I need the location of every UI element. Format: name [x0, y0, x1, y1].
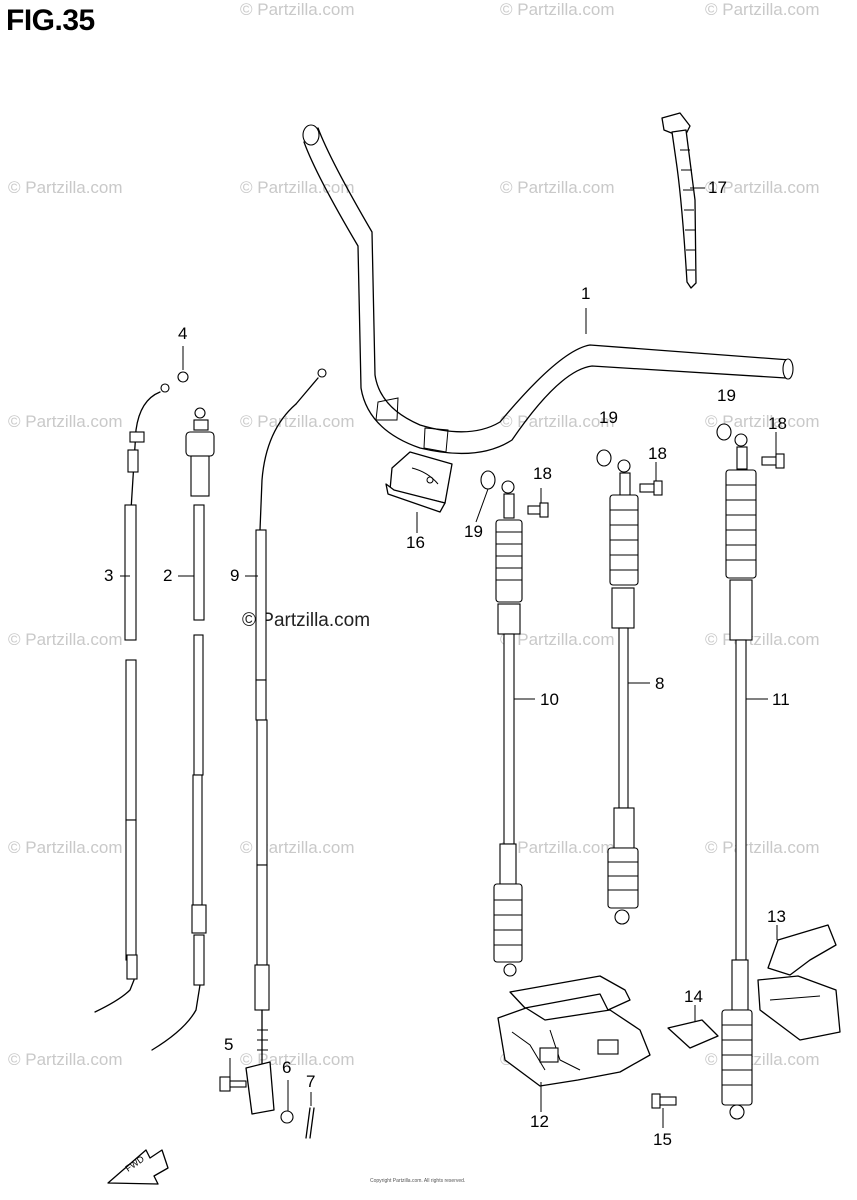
callout-12: 12 — [530, 1112, 549, 1131]
callout-8: 8 — [655, 674, 665, 693]
watermark: © Partzilla.com — [8, 178, 123, 197]
washer-6 — [280, 1110, 294, 1124]
watermark: © Partzilla.com — [240, 178, 355, 197]
washer-4 — [177, 371, 189, 383]
handlebar — [302, 124, 794, 455]
brake-cable-10 — [493, 480, 523, 977]
callout-18c: 18 — [768, 414, 787, 433]
callout-3: 3 — [104, 566, 114, 585]
watermark: © Partzilla.com — [500, 630, 615, 649]
brake-cable-11 — [721, 433, 757, 1120]
callout-15: 15 — [653, 1130, 672, 1149]
cotter-pin-7 — [305, 1107, 315, 1139]
watermark: © Partzilla.com — [705, 838, 820, 857]
watermark: © Partzilla.com — [705, 0, 820, 19]
callout-14: 14 — [684, 987, 703, 1006]
watermark: © Partzilla.com — [240, 0, 355, 19]
callout-17: 17 — [708, 178, 727, 197]
callout-19c: 19 — [717, 386, 736, 405]
watermark-center: © Partzilla.com — [242, 610, 371, 631]
clip-14 — [667, 1019, 719, 1049]
bolt-18b — [639, 480, 663, 496]
figure-title: FIG.35 — [6, 4, 95, 37]
cable-bracket-12 — [497, 975, 651, 1087]
copyright-footer: Copyright Partzilla.com. All rights rese… — [370, 1178, 466, 1184]
callout-1: 1 — [581, 284, 591, 303]
cable-tie — [661, 112, 697, 289]
o-ring-19a — [480, 470, 496, 490]
watermark: © Partzilla.com — [8, 1050, 123, 1069]
watermark: © Partzilla.com — [500, 178, 615, 197]
callout-18b: 18 — [648, 444, 667, 463]
bracket-13 — [757, 924, 841, 1041]
forward-arrow-icon: FWD — [107, 1149, 169, 1185]
watermark: © Partzilla.com — [240, 412, 355, 431]
callout-19b: 19 — [599, 408, 618, 427]
bolt-15 — [651, 1093, 677, 1109]
callout-13: 13 — [767, 907, 786, 926]
callout-4: 4 — [178, 324, 188, 343]
o-ring-19b — [596, 449, 612, 467]
callout-7: 7 — [306, 1072, 316, 1091]
watermark: © Partzilla.com — [8, 630, 123, 649]
watermark: © Partzilla.com — [705, 412, 820, 431]
callout-16: 16 — [406, 533, 425, 552]
watermark: © Partzilla.com — [8, 412, 123, 431]
watermark: © Partzilla.com — [240, 838, 355, 857]
callout-5: 5 — [224, 1035, 234, 1054]
leader-lines — [120, 187, 778, 1128]
callout-11: 11 — [772, 690, 790, 709]
bolt-5 — [219, 1076, 247, 1092]
callout-6: 6 — [282, 1058, 292, 1077]
watermark: © Partzilla.com — [500, 0, 615, 19]
cable-bracket — [245, 1061, 275, 1115]
watermark: © Partzilla.com — [705, 178, 820, 197]
watermark: © Partzilla.com — [8, 838, 123, 857]
callout-10: 10 — [540, 690, 559, 709]
callout-19a: 19 — [464, 522, 483, 541]
clamp-plate — [385, 451, 453, 513]
o-ring-19c — [716, 423, 732, 441]
cable-9 — [254, 368, 327, 1076]
callout-18a: 18 — [533, 464, 552, 483]
bolt-18a — [527, 502, 549, 518]
watermark: © Partzilla.com — [500, 838, 615, 857]
throttle-cable-2 — [151, 407, 215, 1051]
brake-cable-8 — [607, 459, 639, 925]
throttle-cable-3 — [94, 383, 170, 1013]
bolt-18c — [761, 453, 785, 469]
callout-2: 2 — [163, 566, 173, 585]
callout-9: 9 — [230, 566, 240, 585]
